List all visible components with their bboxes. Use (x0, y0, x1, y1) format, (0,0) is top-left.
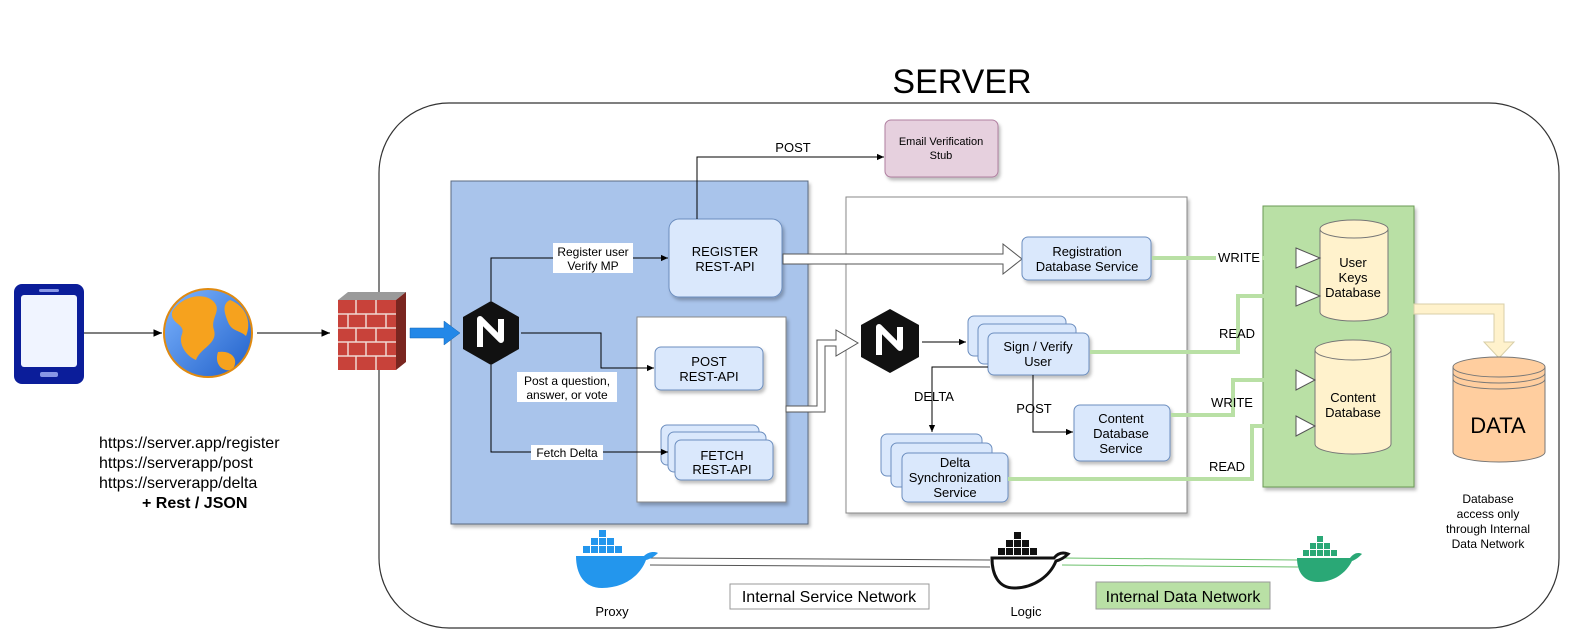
docker-data-icon (1297, 536, 1362, 582)
data-store-cylinder (1452, 356, 1546, 463)
docker-logic-icon (990, 532, 1071, 590)
post-api-box (654, 346, 764, 391)
edge-label-delta: DELTA (914, 389, 954, 404)
content-db-line1: Content (1330, 390, 1376, 405)
data-network-label-box (1095, 581, 1271, 610)
email-stub-box (884, 119, 999, 178)
content-db-service-line1: Content (1098, 411, 1144, 426)
fetch-api-stack (660, 424, 774, 481)
data-network-line (1061, 557, 1299, 568)
content-database-cylinder (1314, 339, 1392, 455)
edge-label-post-question-2: answer, or vote (526, 388, 608, 402)
fetch-api-line1: FETCH (700, 448, 743, 463)
user-keys-db-line3: Database (1325, 285, 1381, 300)
edge-label-write-content: WRITE (1211, 395, 1253, 410)
client-url-delta: https://serverapp/delta (99, 475, 257, 492)
user-keys-db-line2: Keys (1339, 270, 1368, 285)
register-to-registration-arrow (782, 242, 1023, 276)
registration-db-service-box (1021, 236, 1152, 281)
service-network-label: Internal Service Network (742, 589, 917, 606)
edge-label-register-verify-1: Register user (557, 245, 628, 259)
nginx-logic-icon (861, 309, 919, 373)
edge-label-register-verify-2: Verify MP (567, 259, 618, 273)
container-logic-label: Logic (1010, 604, 1042, 619)
docker-proxy-icon (576, 530, 658, 588)
edge-label-fetch-delta: Fetch Delta (536, 446, 598, 460)
api-to-logic-arrow (785, 329, 859, 413)
email-stub-line1: Email Verification (899, 136, 983, 148)
user-keys-db-line1: User (1339, 255, 1367, 270)
register-api-line2: REST-API (695, 259, 754, 274)
delta-sync-line1: Delta (940, 455, 971, 470)
data-note-line2: access only (1457, 507, 1520, 521)
data-note-line3: through Internal (1446, 522, 1530, 536)
registration-db-service-line1: Registration (1052, 244, 1121, 259)
sign-verify-stack (967, 315, 1090, 376)
delta-sync-line2: Synchronization (909, 470, 1002, 485)
edge-label-read-keys: READ (1219, 326, 1255, 341)
email-stub-line2: Stub (930, 150, 953, 162)
server-title: SERVER (892, 63, 1031, 101)
globe-icon (163, 288, 253, 378)
edge-label-post-email: POST (775, 140, 810, 155)
post-api-line1: POST (691, 354, 726, 369)
client-url-register: https://server.app/register (99, 435, 280, 452)
nginx-proxy-icon (463, 301, 519, 365)
delta-sync-line3: Service (933, 485, 976, 500)
data-note-line1: Database (1462, 492, 1514, 506)
register-api-box (668, 218, 783, 298)
edge-label-read-content: READ (1209, 459, 1245, 474)
sign-verify-line2: User (1024, 354, 1052, 369)
client-url-post: https://serverapp/post (99, 455, 253, 472)
edge-label-post-question-1: Post a question, (524, 374, 610, 388)
edge-label-write-keys: WRITE (1218, 250, 1260, 265)
client-format: + Rest / JSON (142, 495, 247, 512)
content-db-line2: Database (1325, 405, 1381, 420)
mobile-phone-icon (14, 284, 84, 384)
edge-label-post-content: POST (1016, 401, 1051, 416)
container-proxy-label: Proxy (595, 604, 629, 619)
post-api-line2: REST-API (679, 369, 738, 384)
data-store-label: DATA (1470, 413, 1526, 438)
user-keys-database-cylinder (1319, 219, 1389, 322)
service-network-line (649, 557, 991, 568)
content-db-service-line3: Service (1099, 441, 1142, 456)
ingress-arrow (409, 320, 461, 346)
register-api-line1: REGISTER (692, 244, 758, 259)
data-note-line4: Data Network (1452, 537, 1526, 551)
data-network-label: Internal Data Network (1106, 589, 1262, 606)
sign-verify-line1: Sign / Verify (1003, 339, 1073, 354)
fetch-api-line2: REST-API (692, 462, 751, 477)
content-db-service-line2: Database (1093, 426, 1149, 441)
content-db-service-box (1073, 404, 1171, 462)
data-export-arrow (1413, 303, 1516, 359)
firewall-icon (338, 292, 406, 370)
service-network-label-box (729, 583, 930, 610)
registration-db-service-line2: Database Service (1036, 259, 1139, 274)
delta-sync-stack (880, 433, 1009, 503)
